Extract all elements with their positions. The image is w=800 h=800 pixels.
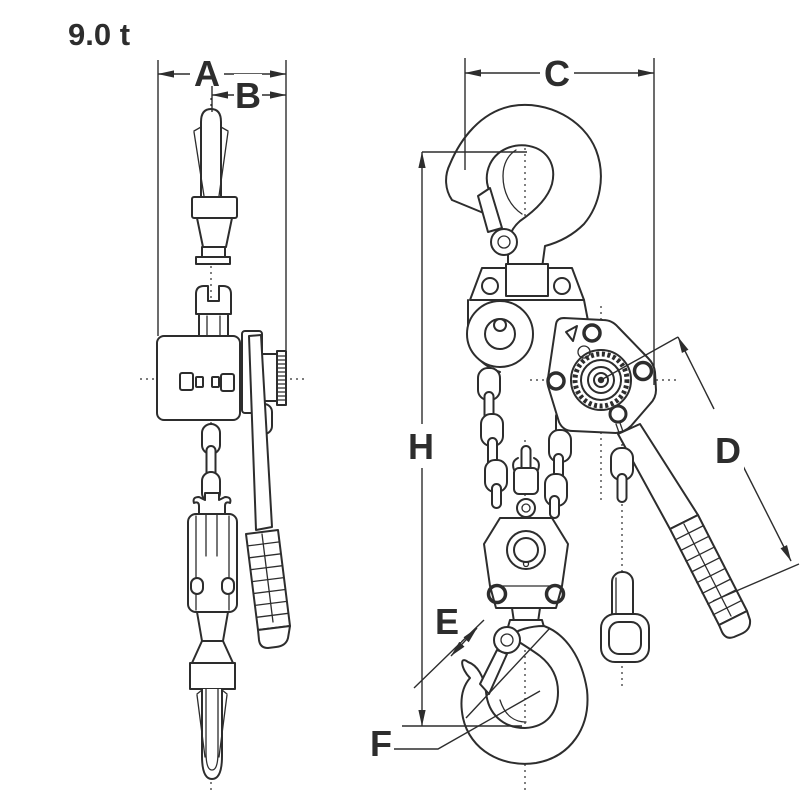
dim-label-h: H bbox=[408, 426, 434, 467]
front-top-hook-latch bbox=[477, 187, 503, 233]
front-slack-chain bbox=[600, 447, 650, 663]
capacity-label: 9.0 t bbox=[68, 17, 130, 52]
plate-bolt bbox=[582, 323, 602, 343]
front-suspension-bracket bbox=[469, 263, 585, 301]
side-axle-bolt bbox=[179, 372, 194, 391]
front-lever-handle bbox=[617, 423, 752, 639]
side-view bbox=[140, 86, 307, 794]
front-view bbox=[445, 103, 752, 790]
front-body bbox=[466, 299, 590, 373]
dimension-H: H bbox=[402, 151, 527, 727]
dim-label-f: F bbox=[370, 723, 392, 764]
side-handwheel bbox=[276, 350, 287, 406]
dim-label-b: B bbox=[235, 75, 261, 116]
side-swivel-yoke bbox=[195, 285, 232, 337]
pawl-pin bbox=[608, 404, 628, 424]
dimension-D: D bbox=[600, 336, 800, 602]
plate-bolt bbox=[632, 360, 654, 382]
side-bottom-block bbox=[187, 492, 238, 690]
dimension-B: B bbox=[211, 74, 287, 116]
plate-bolt bbox=[546, 371, 566, 391]
dim-label-e: E bbox=[435, 601, 459, 642]
front-load-chains bbox=[477, 367, 572, 519]
dimension-annotations: A B C H bbox=[68, 17, 800, 764]
pawl bbox=[565, 325, 578, 342]
dim-label-a: A bbox=[194, 53, 220, 94]
side-bottom-hook bbox=[196, 688, 228, 780]
front-bottom-hook-latch bbox=[479, 649, 508, 695]
front-bottom-latch-pivot bbox=[493, 626, 521, 654]
front-bottom-hook bbox=[460, 619, 589, 765]
side-top-clevis bbox=[191, 196, 238, 265]
dim-label-c: C bbox=[544, 53, 570, 94]
dimension-E: E bbox=[413, 600, 551, 719]
side-axle-bolt bbox=[220, 373, 235, 392]
front-top-latch-pivot bbox=[490, 228, 518, 256]
front-top-hook bbox=[445, 103, 602, 269]
side-lever-handle bbox=[245, 334, 291, 649]
dimension-F: F bbox=[370, 690, 541, 764]
dimension-C: C bbox=[464, 51, 655, 385]
dim-label-d: D bbox=[715, 430, 741, 471]
front-bottom-block bbox=[483, 445, 569, 623]
